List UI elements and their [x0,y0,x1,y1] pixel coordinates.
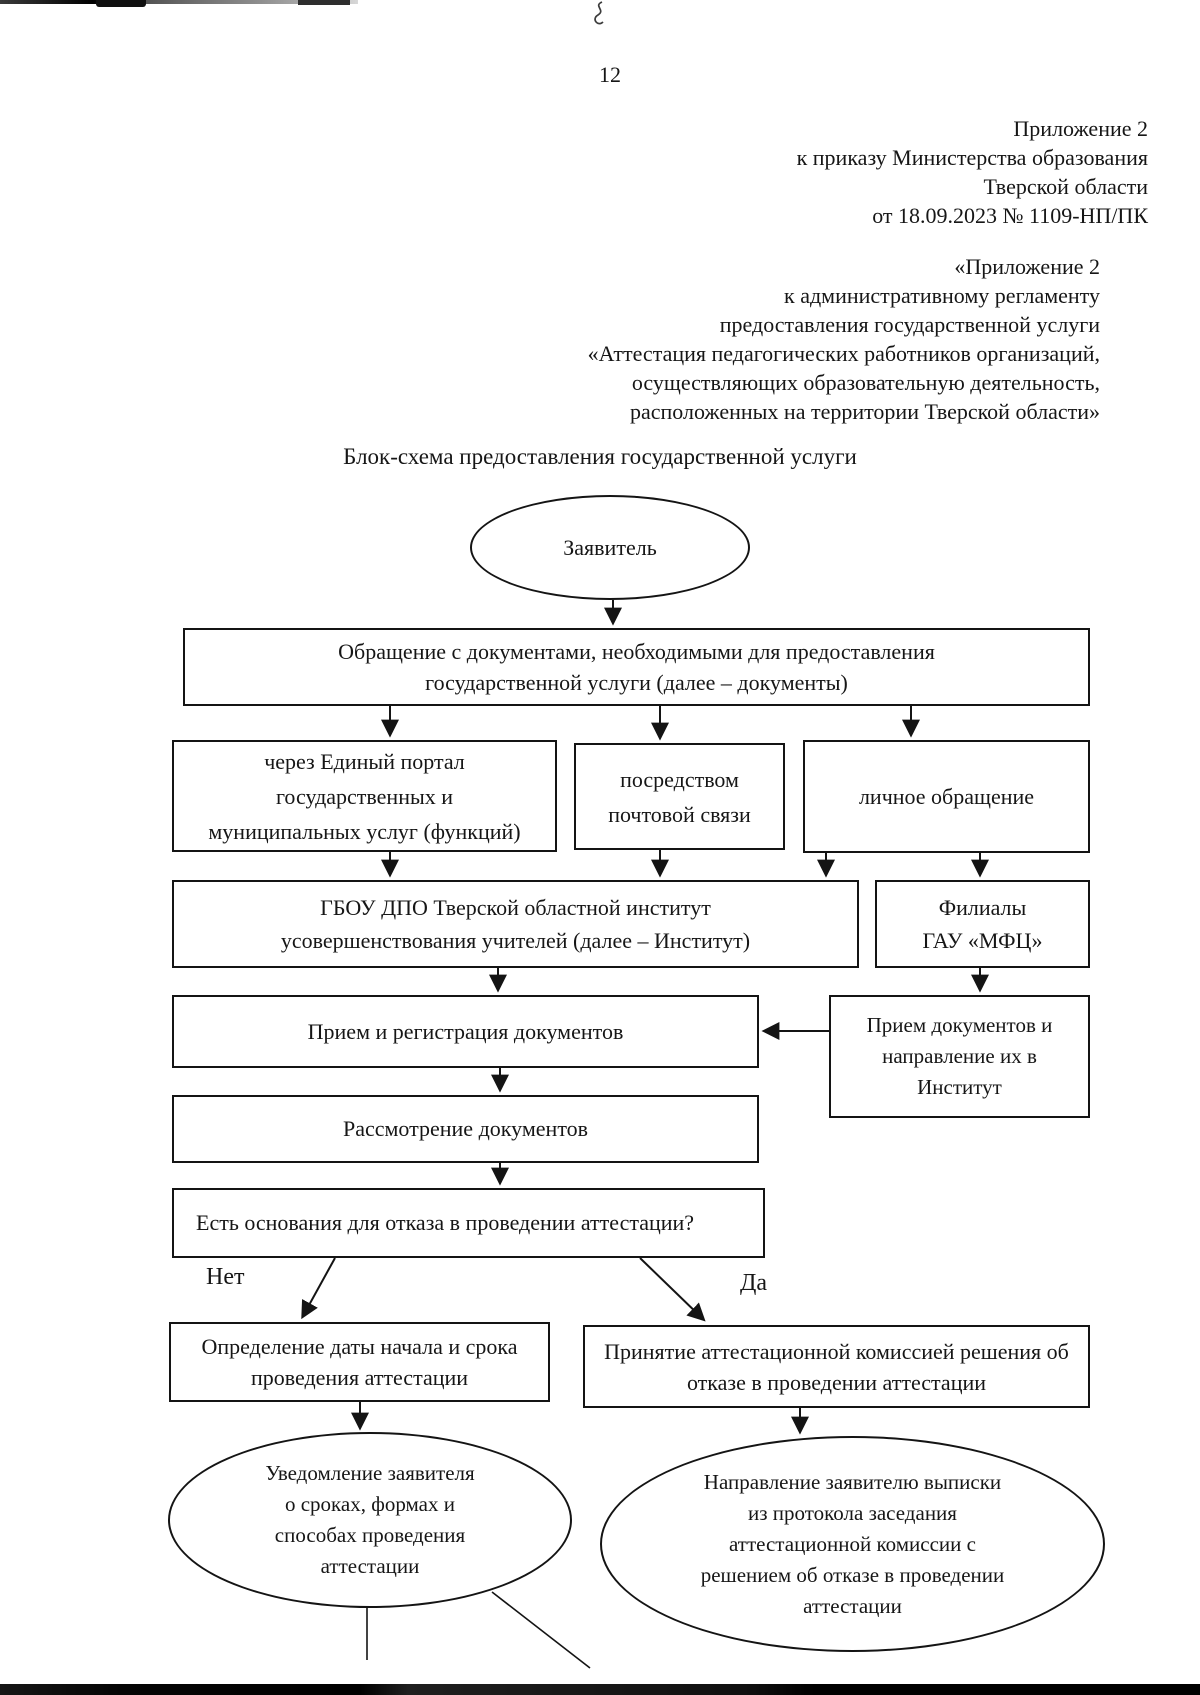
branch-label-no: Нет [206,1264,245,1290]
node-refusal-decision-label: Принятие аттестационной комиссией решени… [604,1338,1069,1395]
node-mfc-label: Филиалы ГАУ «МФЦ» [922,895,1043,953]
node-send-protocol-extract: Направление заявителю выписки из протоко… [600,1436,1105,1652]
node-reception-registration: Прием и регистрация документов [172,995,759,1068]
node-applicant: Заявитель [470,495,750,600]
node-channel-postal-mail: посредством почтовой связи [574,743,785,850]
node-channel-gosuslugi-portal: через Единый портал государственных и му… [172,740,557,852]
node-decision-label: Есть основания для отказа в проведении а… [196,1210,695,1235]
scan-artifact-top-line [0,0,358,4]
node-reception-label: Прием и регистрация документов [307,1018,624,1044]
node-protocol-extract-label: Направление заявителю выписки из протоко… [700,1469,1005,1618]
branch-label-yes: Да [740,1270,768,1296]
node-institute-label: ГБОУ ДПО Тверской областной институт усо… [280,895,751,953]
flowchart-title: Блок-схема предоставления государственно… [343,444,857,469]
node-applicant-label: Заявитель [563,534,657,560]
header-regulation-reference: «Приложение 2 к административному реглам… [587,254,1100,424]
node-mfc-branches: Филиалы ГАУ «МФЦ» [875,880,1090,968]
arrow-decision-no [301,1257,336,1320]
node-channel-in-person: личное обращение [803,740,1090,853]
scan-artifact-top-chunk [298,0,350,5]
node-channel-personal-label: личное обращение [858,783,1035,809]
node-mfc-forwarding-label: Прием документов и направление их в Инст… [866,1013,1053,1099]
scan-artifact-bottom-bar [0,1684,1200,1695]
node-notify-applicant: Уведомление заявителя о сроках, формах и… [168,1432,572,1608]
node-review-label: Рассмотрение документов [342,1116,589,1141]
node-request-label: Обращение с документами, необходимыми дл… [338,639,935,695]
node-channel-mail-label: посредством почтовой связи [608,766,751,827]
node-institute: ГБОУ ДПО Тверской областной институт усо… [172,880,859,968]
node-mfc-forwarding: Прием документов и направление их в Инст… [829,995,1090,1118]
node-document-review: Рассмотрение документов [172,1095,759,1163]
node-refusal-grounds-question: Есть основания для отказа в проведении а… [172,1188,765,1258]
node-set-dates-label: Определение даты начала и срока проведен… [201,1334,518,1390]
node-request-with-documents: Обращение с документами, необходимыми дл… [183,628,1090,706]
line-notify-continuation-diagonal [491,1591,591,1669]
node-set-attestation-dates: Определение даты начала и срока проведен… [169,1322,550,1402]
scan-artifact-top-blob [96,0,146,7]
node-notify-label: Уведомление заявителя о сроках, формах и… [265,1461,475,1578]
node-channel-portal-label: через Единый портал государственных и му… [208,748,521,844]
page-number: 12 [599,62,621,87]
node-commission-refusal-decision: Принятие аттестационной комиссией решени… [583,1325,1090,1408]
scan-artifact-squiggle [594,1,604,25]
arrow-decision-yes [639,1257,706,1322]
header-order-reference: Приложение 2 к приказу Министерства обра… [796,116,1148,228]
